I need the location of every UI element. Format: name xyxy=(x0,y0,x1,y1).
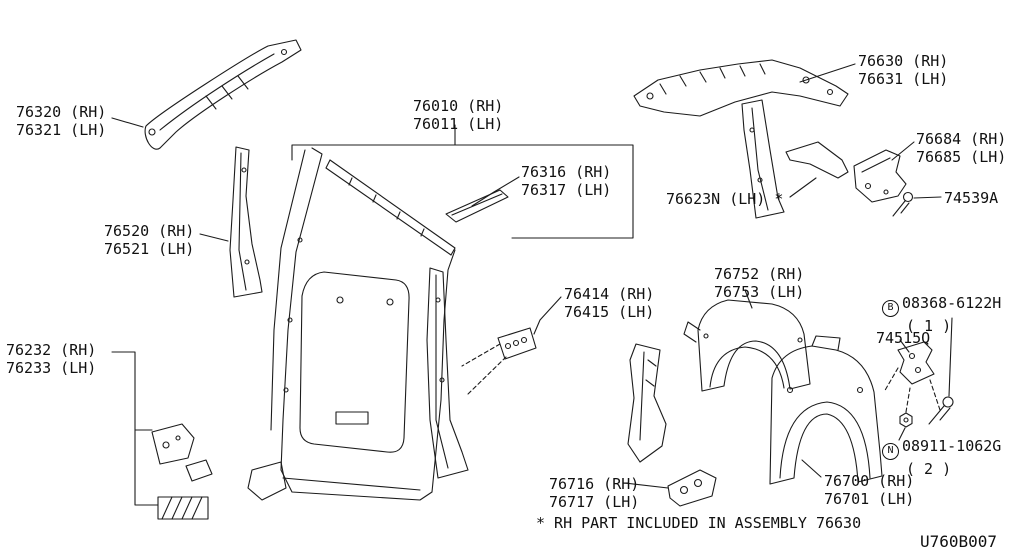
part-drawing-76010 xyxy=(247,124,634,501)
part-number-line: 76010 (RH) xyxy=(413,97,504,115)
part-label-76630: 76630 (RH) 76631 (LH) xyxy=(858,52,948,88)
part-number-line: 76752 (RH) xyxy=(714,265,805,283)
part-number-line: 76684 (RH) xyxy=(916,130,1007,148)
part-label-76752: 76752 (RH) 76753 (LH) xyxy=(714,265,804,301)
part-label-76684: 76684 (RH) 76685 (LH) xyxy=(916,130,1006,166)
part-label-76010: 76010 (RH) 76011 (LH) xyxy=(413,97,503,133)
part-number-line: 76233 (LH) xyxy=(6,359,97,377)
part-number-line: 76700 (RH) xyxy=(824,472,915,490)
part-number-line: 76317 (LH) xyxy=(521,181,612,199)
part-drawing-74515Q xyxy=(883,339,935,393)
part-label-76316: 76316 (RH) 76317 (LH) xyxy=(521,163,611,199)
drawing-code: U760B007 xyxy=(920,532,998,551)
hardware-number: 08911-1062G xyxy=(902,437,1002,455)
part-drawing-76752 xyxy=(627,289,811,463)
part-label-76520: 76520 (RH) 76521 (LH) xyxy=(104,222,194,258)
part-number-line: 76753 (LH) xyxy=(714,283,805,301)
part-drawing-76623N xyxy=(785,141,849,198)
circle-b-icon: B xyxy=(882,299,899,317)
part-label-76232: 76232 (RH) 76233 (LH) xyxy=(6,341,96,377)
hardware-number: 08368-6122H xyxy=(902,294,1002,312)
part-label-74539A: 74539A xyxy=(944,189,998,207)
part-number-line: 76630 (RH) xyxy=(858,52,949,70)
part-drawing-76316 xyxy=(445,176,520,223)
part-label-76320: 76320 (RH) 76321 (LH) xyxy=(16,103,106,139)
hardware-quantity: ( 1 ) xyxy=(906,316,952,335)
part-number-line: 76316 (RH) xyxy=(521,163,612,181)
part-number-line: 76011 (LH) xyxy=(413,115,504,133)
part-label-76700: 76700 (RH) 76701 (LH) xyxy=(824,472,914,508)
part-number-line: 76520 (RH) xyxy=(104,222,195,240)
part-drawing-76684 xyxy=(853,141,915,203)
part-number-line: 74515Q xyxy=(876,329,931,347)
part-label-76414: 76414 (RH) 76415 (LH) xyxy=(564,285,654,321)
part-number-line: 76321 (LH) xyxy=(16,121,107,139)
part-drawing-76232 xyxy=(111,351,213,520)
part-drawing-bolt-08368 xyxy=(928,317,954,425)
part-number-line: 76701 (LH) xyxy=(824,490,915,508)
part-drawing-76700 xyxy=(769,335,883,485)
part-drawing-76520 xyxy=(199,146,263,298)
part-number-line: 76685 (LH) xyxy=(916,148,1007,166)
part-number-line: 76320 (RH) xyxy=(16,103,107,121)
part-drawing-76320 xyxy=(111,39,302,150)
part-number-line: 76414 (RH) xyxy=(564,285,655,303)
part-number-line: 76415 (LH) xyxy=(564,303,655,321)
part-number-line: 76521 (LH) xyxy=(104,240,195,258)
part-label-76623N: 76623N (LH) * xyxy=(666,190,783,208)
part-drawing-74539A xyxy=(892,191,942,217)
footnote: * RH PART INCLUDED IN ASSEMBLY 76630 xyxy=(536,514,862,532)
part-label-76716: 76716 (RH) 76717 (LH) xyxy=(549,475,639,511)
hardware-quantity: ( 2 ) xyxy=(906,459,952,478)
part-label-74515Q: 74515Q xyxy=(876,329,930,347)
part-drawing-nut-08911 xyxy=(898,387,913,441)
part-number-line: 76623N (LH) * xyxy=(666,190,784,208)
part-number-line: 76716 (RH) xyxy=(549,475,640,493)
part-drawing-76414 xyxy=(461,296,562,395)
part-drawing-76630 xyxy=(633,59,856,219)
part-drawing-76716 xyxy=(624,469,717,507)
circle-n-icon: N xyxy=(882,442,899,460)
part-number-line: 76717 (LH) xyxy=(549,493,640,511)
part-number-line: 74539A xyxy=(944,189,999,207)
part-number-line: 76232 (RH) xyxy=(6,341,97,359)
part-number-line: 76631 (LH) xyxy=(858,70,949,88)
